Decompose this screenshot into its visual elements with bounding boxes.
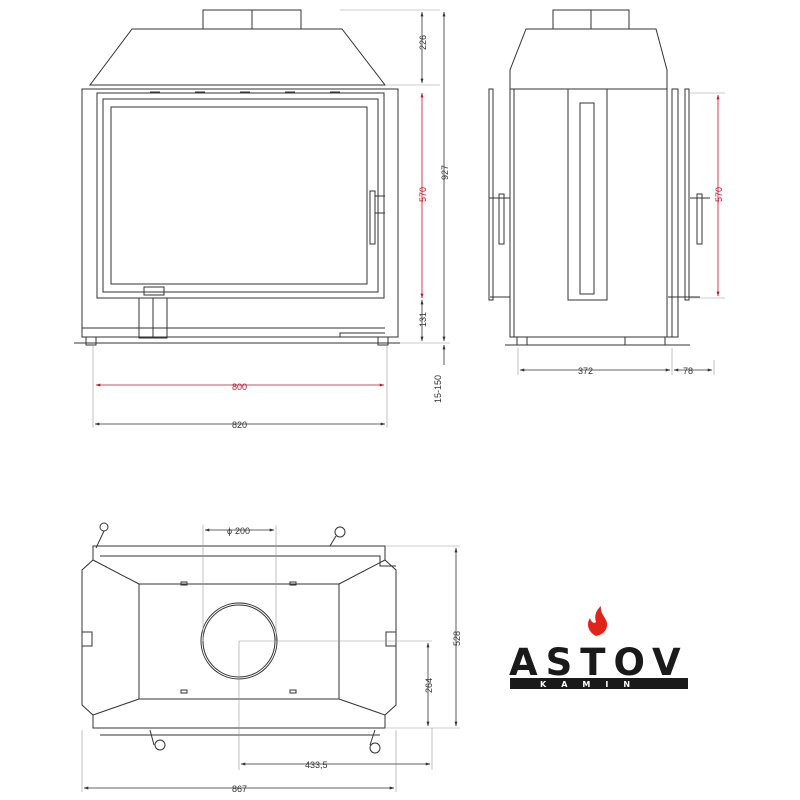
- top-knob-tr: [334, 526, 346, 538]
- side-foot-left: [516, 336, 528, 346]
- top-dim-depth: 528: [452, 631, 462, 646]
- brand-sub-bar: [510, 678, 688, 689]
- side-foot-right: [624, 336, 666, 346]
- top-dim-flue: 200: [235, 526, 250, 536]
- front-view: [74, 9, 400, 346]
- front-foot-right: [377, 336, 389, 346]
- top-dim-flue-offset-x: 433,5: [305, 760, 328, 770]
- front-dim-bottom: 131: [418, 312, 428, 327]
- top-knob-bl: [154, 739, 166, 751]
- top-view: [81, 522, 397, 754]
- top-dimensions: ϕ 200 528 264 433,5 867: [81, 525, 462, 794]
- front-door-frame: [96, 92, 385, 299]
- flame-icon: [588, 606, 608, 636]
- front-glass: [110, 106, 368, 285]
- side-dim-rear: 78: [683, 366, 693, 376]
- astov-logo: ASTOV KAMIN: [509, 606, 689, 689]
- side-dimensions: 570 372 78: [517, 92, 725, 376]
- front-door-handle[interactable]: [369, 190, 376, 245]
- front-body: [81, 88, 399, 338]
- front-dim-total-height: 927: [440, 165, 450, 180]
- brand-name: ASTOV: [509, 641, 689, 684]
- side-view: [488, 9, 710, 346]
- top-dim-width: 867: [232, 784, 247, 794]
- side-door-strip: [567, 88, 608, 301]
- front-hood: [89, 28, 387, 86]
- brand-sub: KAMIN: [540, 680, 645, 689]
- front-dim-feet: 15-150: [433, 375, 443, 403]
- front-dimensions: 226 570 131 927 15-150 800 820: [92, 9, 450, 430]
- side-dim-opening-height: 570: [714, 187, 724, 202]
- front-foot-left: [85, 336, 97, 346]
- front-dim-total-width: 820: [232, 420, 247, 430]
- top-dim-flue-offset-y: 264: [424, 678, 434, 693]
- side-handle-right[interactable]: [696, 193, 703, 245]
- top-knob-br: [369, 742, 381, 754]
- top-knob-tl: [99, 522, 109, 532]
- side-dim-depth: 372: [578, 366, 593, 376]
- top-dim-flue-prefix: ϕ: [227, 526, 232, 536]
- front-dim-opening-height: 570: [418, 187, 428, 202]
- front-dim-top: 226: [418, 35, 428, 50]
- side-hood: [509, 28, 668, 90]
- side-handle-left[interactable]: [498, 193, 505, 245]
- front-dim-opening-width: 800: [232, 382, 247, 392]
